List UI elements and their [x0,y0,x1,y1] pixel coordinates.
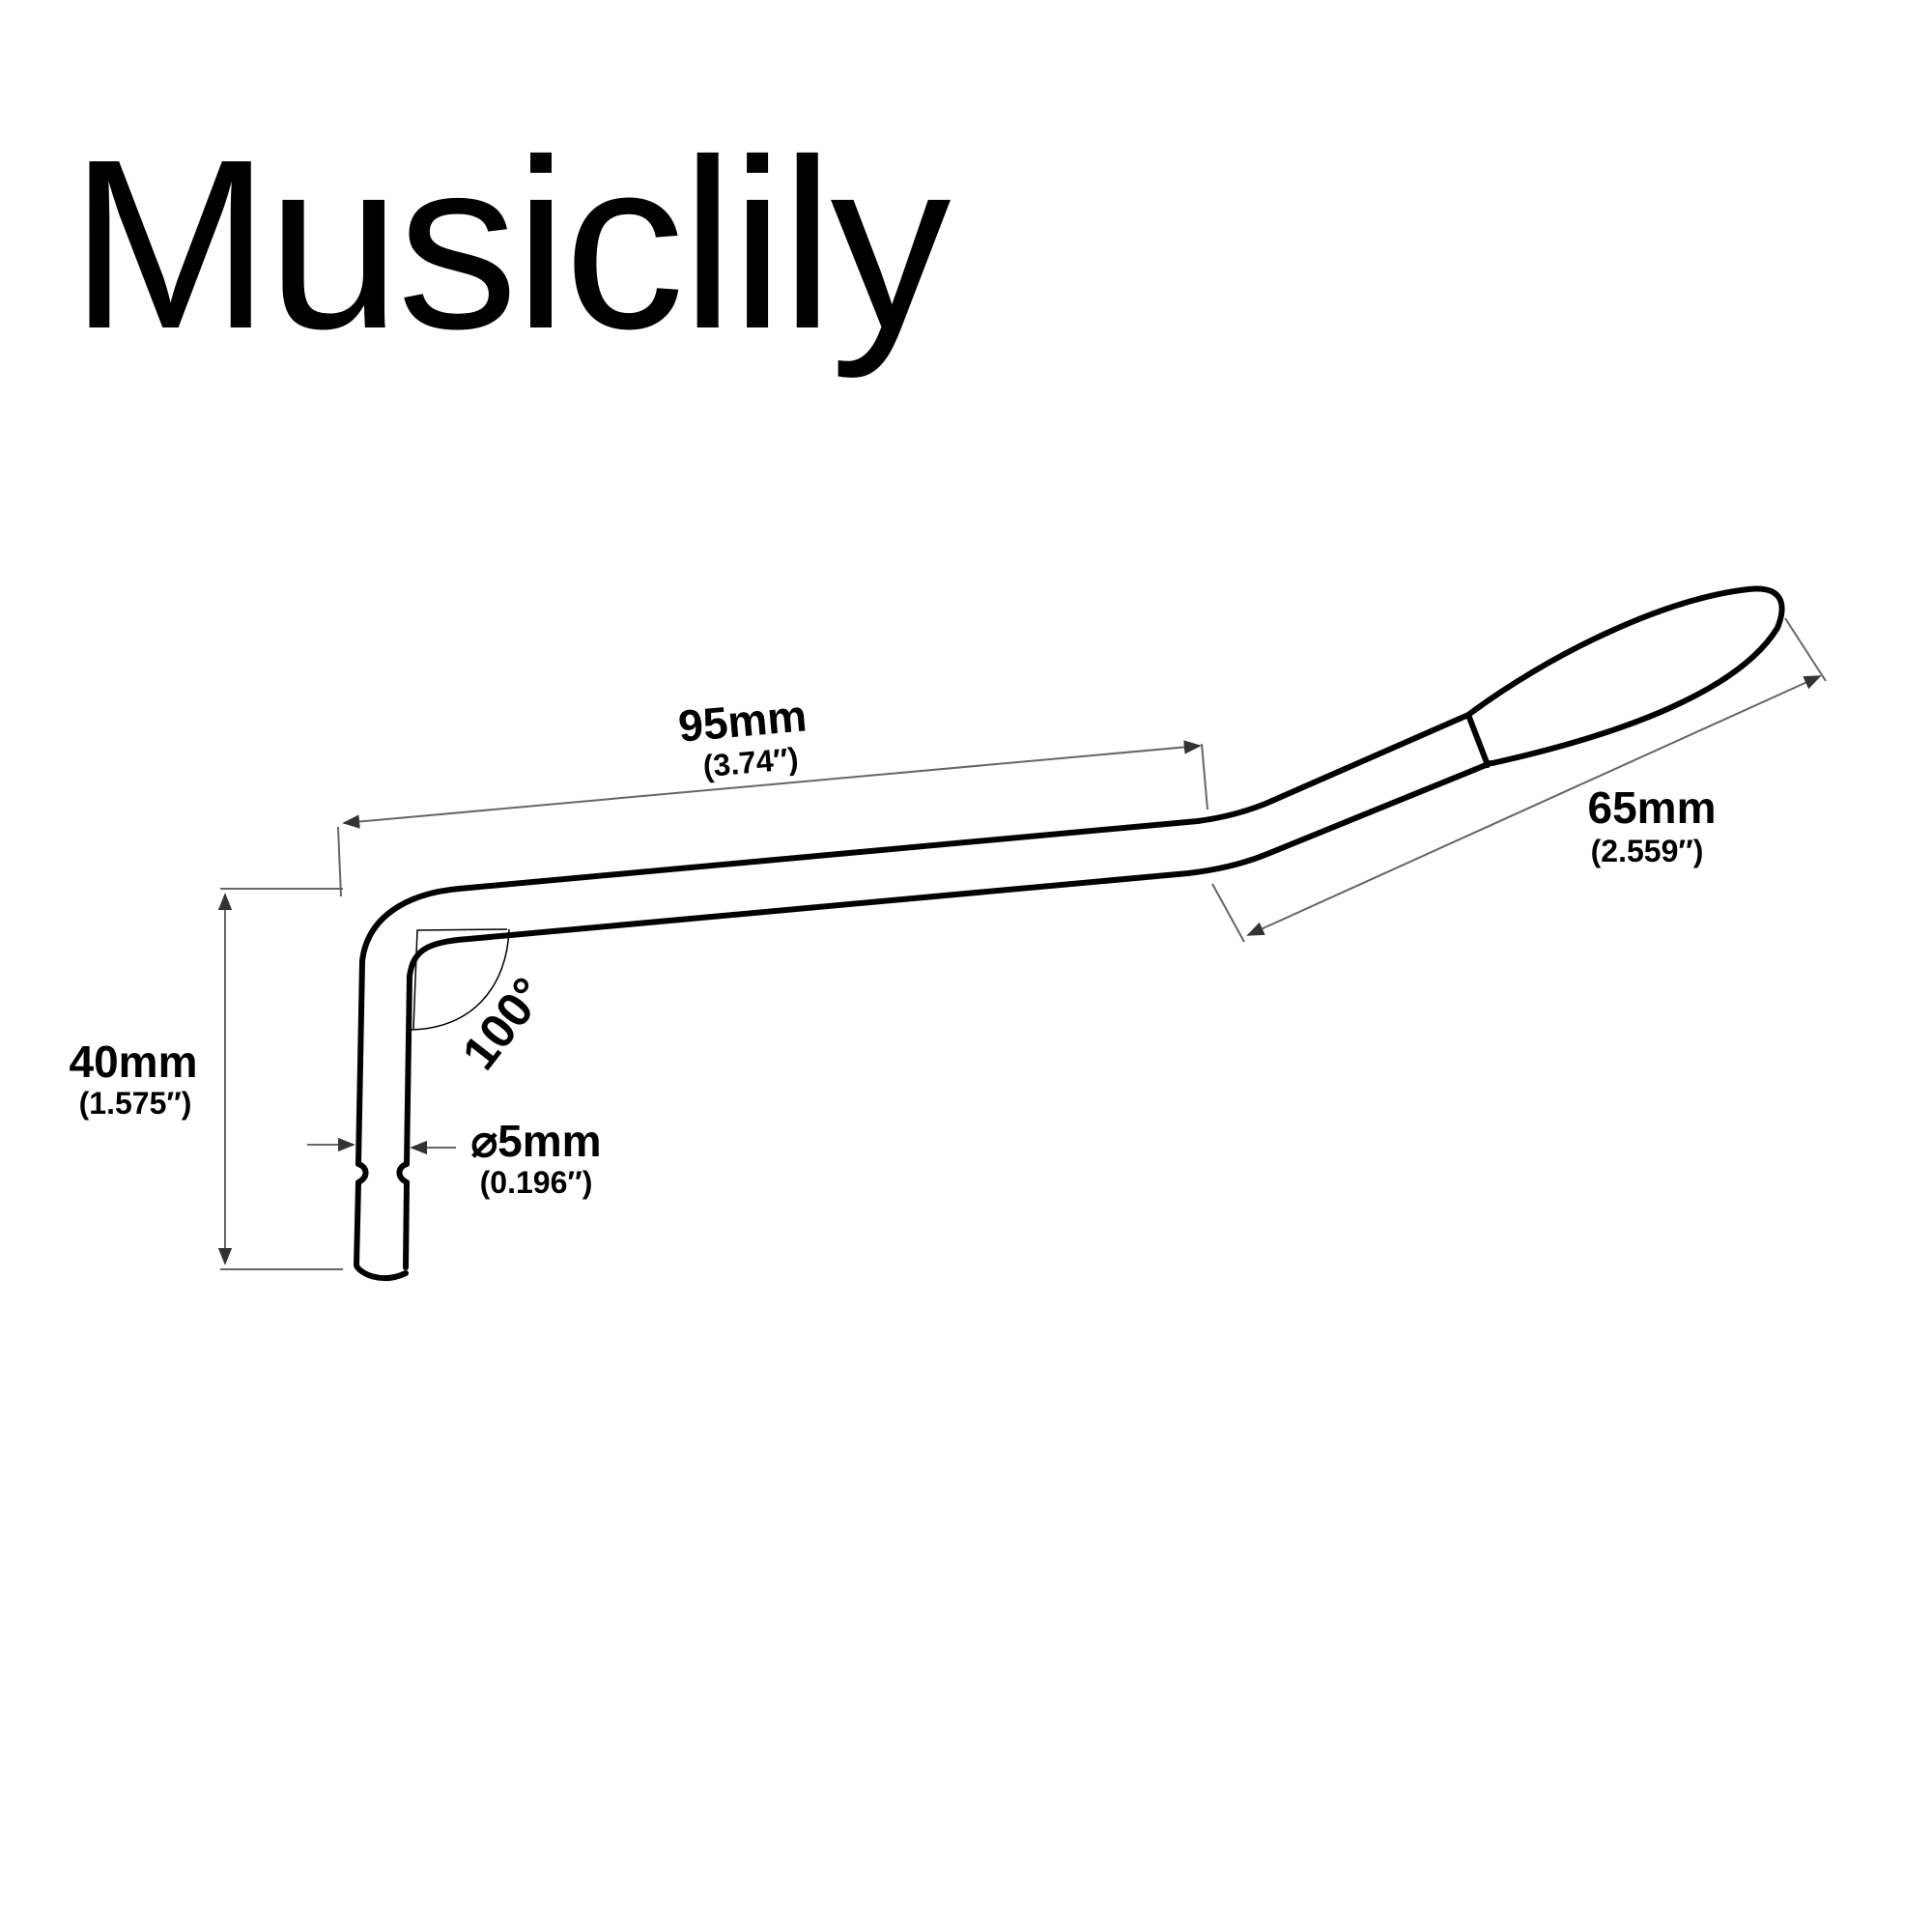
dim-65-line [1246,675,1822,936]
dimension-labels: 95mm (3.74″) 65mm (2.559″) 40mm (1.575″)… [70,690,1717,1200]
dim-95-imperial: (3.74″) [701,741,800,783]
bend-angle-label: 100° [452,968,556,1080]
dim-40-imperial: (1.575″) [79,1086,192,1121]
dim-65-imperial: (2.559″) [1591,834,1704,868]
dimension-lines [217,617,1827,1270]
shaft-notch-left [355,1161,369,1185]
dim-95-metric: 95mm [676,690,809,751]
brand-title: Musiclily [70,109,951,379]
dim-95-line [342,740,1202,829]
dim-diameter-metric: ⌀5mm [470,1116,601,1166]
dim-40-metric: 40mm [70,1037,198,1087]
angle-arc [410,928,510,1031]
dim-65-extension-left [1211,883,1245,943]
shaft-notch-right [396,1161,410,1185]
arm-outer-edge [355,712,1471,1167]
dim-65-metric: 65mm [1588,782,1717,833]
dim-65-extension-right [1784,617,1827,682]
dim-95-extension-right [1201,743,1208,810]
angle-reference-lines [412,928,508,1030]
grip-outline [1465,585,1785,766]
arm-inner-edge [404,760,1493,1167]
grip-ferrule-line [1465,712,1491,768]
dim-95-extension-left [337,826,342,897]
dim-diameter-imperial: (0.196″) [480,1165,593,1200]
